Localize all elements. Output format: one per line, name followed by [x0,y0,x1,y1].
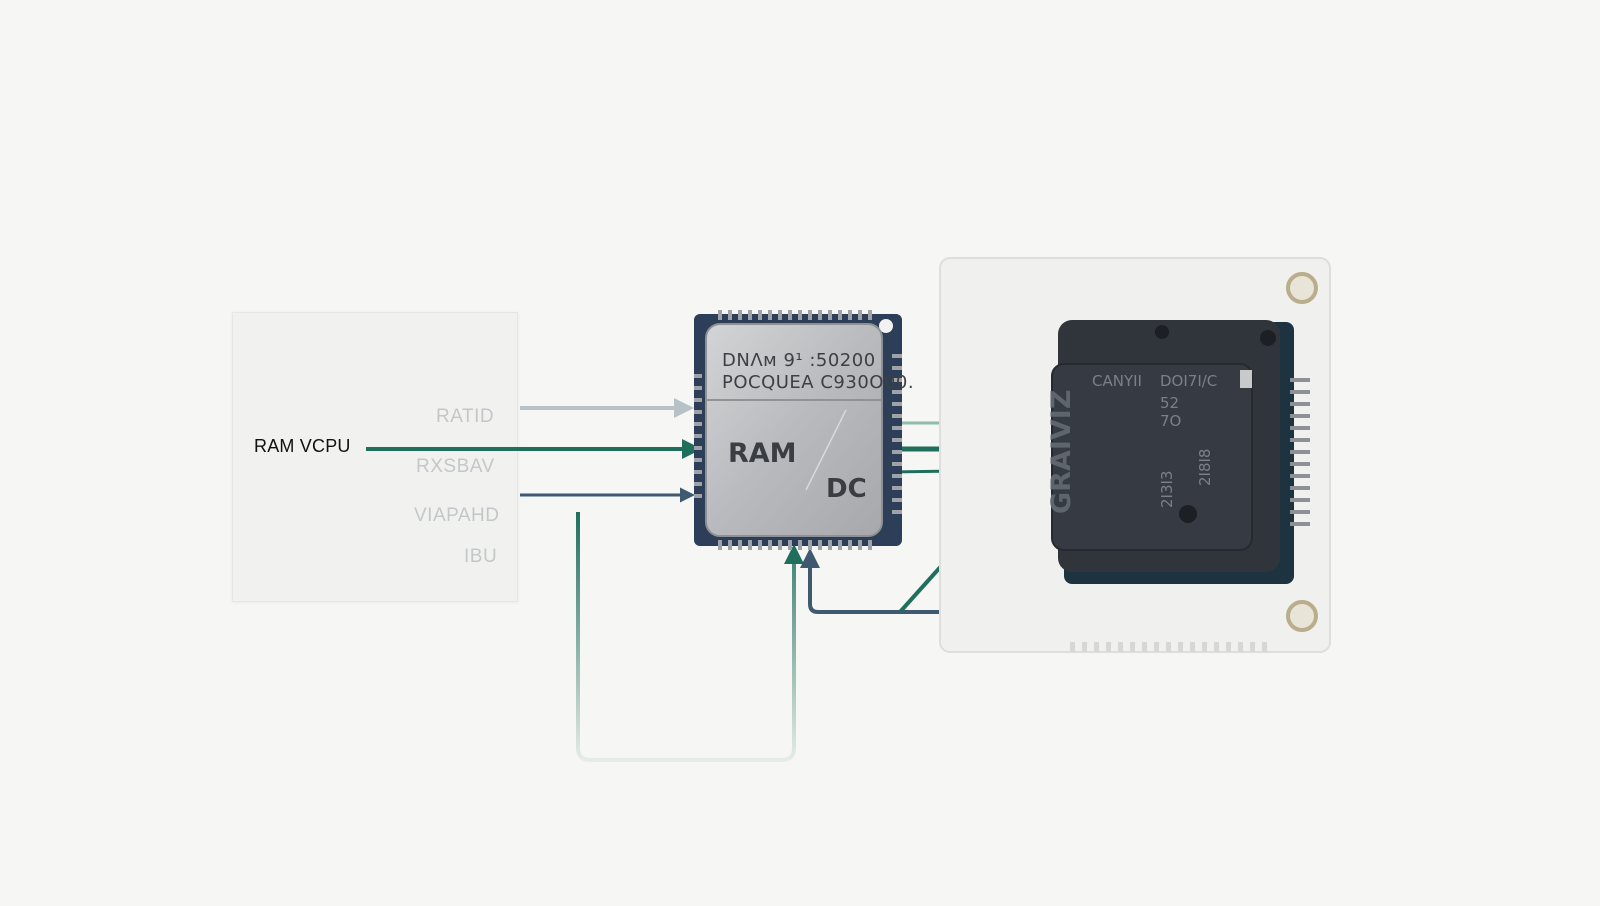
ram-pins-right [892,354,902,514]
ram-cap-scratch [805,409,847,491]
module-chip-face [1051,363,1253,551]
ram-chip [694,310,902,550]
board-edge-teeth [1070,642,1267,652]
ram-vcpu-label: RAM VCPU [254,436,351,456]
ram-pins-bottom [718,540,872,550]
ram-chip-line2: POCQUEA C930O00. [722,372,915,393]
ram-chip-line1: DNΛм 9¹ :50200 [722,350,876,371]
module-col-b: 2I3I3 [1158,470,1176,508]
ram-chip-name: RAM [728,438,797,469]
ram-mount-hole [879,319,893,333]
module-smd-part [1240,370,1252,388]
module-chip-dot-b [1260,330,1276,346]
module-col-c: 2I8I8 [1196,448,1214,486]
module-chip-dot-a [1155,325,1169,339]
module-col-a-1: 52 [1160,394,1180,412]
module-board [939,257,1331,653]
ram-chip-mark: DC [826,474,867,504]
panel-label-viapahd: VIAPAHD [414,505,500,526]
module-label-top-left: CANYII [1092,372,1142,390]
module-vertical-label: GRAIVIZ [1046,389,1077,514]
board-hole-bottom [1286,600,1318,632]
module-col-a-2: 7O [1160,412,1182,430]
ram-pins-top [718,310,872,320]
module-label-top-right: DOI7I/C [1160,372,1218,390]
wire-feedback-loop [576,512,796,762]
module-chip-dot-c [1179,505,1197,523]
panel-label-rxsbav: RXSBAV [416,456,495,477]
module-pins-right [1290,378,1310,526]
ram-chip-cap [705,323,883,537]
board-hole-top [1286,272,1318,304]
panel-label-ibu: IBU [464,546,498,567]
source-panel [232,312,518,602]
ram-pins-left [694,374,702,498]
panel-label-ratid: RATID [436,406,495,427]
wire-return-slate [800,548,940,614]
